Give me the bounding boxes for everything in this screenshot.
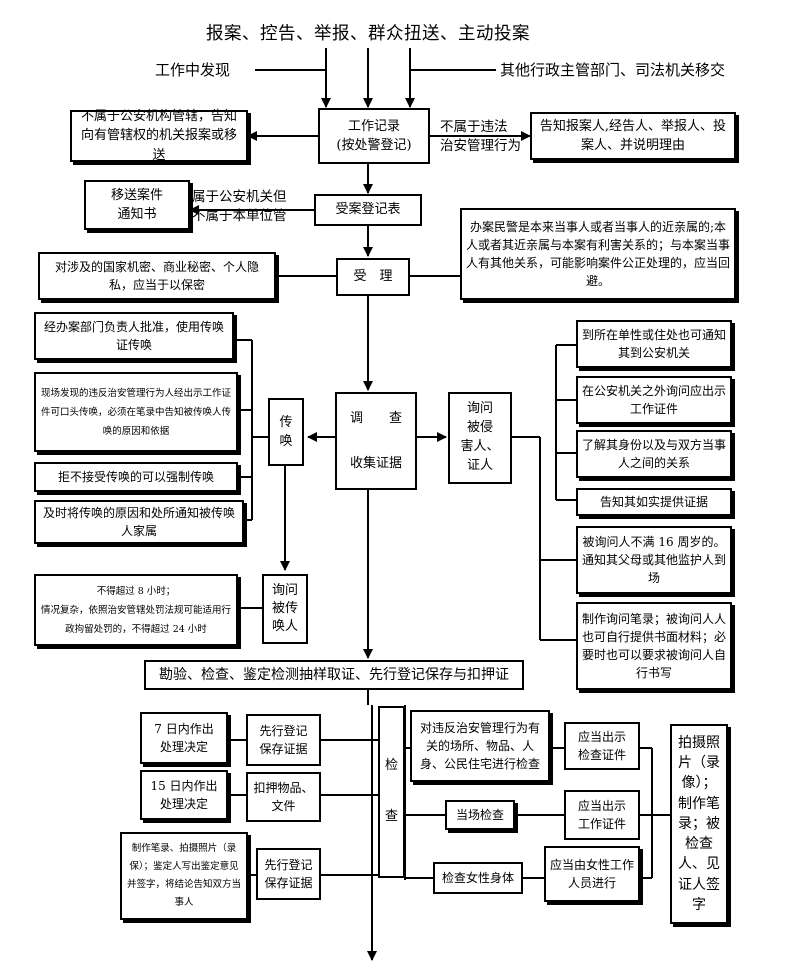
sources-heading: 报案、控告、举报、群众扭送、主动投案	[206, 24, 530, 44]
transfer-notice-box: 移送案件 通知书	[84, 180, 190, 230]
decide-15-box: 15 日内作出 处理决定	[140, 770, 228, 820]
accept-box: 受 理	[336, 258, 410, 296]
inspection-row-box: 勘验、检查、鉴定检测抽样取证、先行登记保存与扣押证	[144, 660, 524, 690]
preserve-evidence-box-2: 先行登记 保存证据	[256, 848, 321, 900]
found-in-work-label: 工作中发现	[155, 61, 231, 79]
female-staff-box: 应当由女性工作人员进行	[544, 846, 640, 902]
belongs-not-unit-label: 属于公安机关但 不属于本单位管	[192, 189, 287, 224]
question-victim-box: 询问 被侵 害人、 证人	[448, 392, 512, 484]
inform-truth-box: 告知其如实提供证据	[576, 488, 732, 516]
record-box: 制作询问笔录；被询问人人也可自行提供书面材料；必要时也可以要求被询问人自行书写	[576, 602, 732, 690]
show-cert-box-1: 应当出示 检查证件	[564, 722, 640, 770]
summon-box: 传唤	[268, 398, 304, 466]
decide-7-box: 7 日内作出 处理决定	[140, 712, 228, 764]
work-record-box: 工作记录 (按处警登记)	[318, 108, 430, 164]
show-cert-box-2: 应当出示 工作证件	[564, 790, 640, 840]
summon-approval-box: 经办案部门负责人批准，使用传唤证传唤	[34, 312, 234, 360]
preserve-evidence-box-1: 先行登记 保存证据	[246, 714, 321, 766]
minor-box: 被询问人不满 16 周岁的。通知其父母或其他监护人到场	[576, 526, 732, 594]
appraisal-box: 制作笔录、拍摄照片（录保）；鉴定人写出鉴定意见并签字，将结论告知双方当事人	[120, 832, 248, 920]
investigate-box: 调 查 收集证据	[335, 392, 417, 490]
at-unit-box: 到所在单性或住处也可通知其到公安机关	[576, 320, 732, 368]
secrets-box: 对涉及的国家机密、商业秘密、个人隐私，应当于以保密	[38, 252, 276, 300]
collect-evidence-label: 收集证据	[349, 455, 402, 471]
female-inspection-box: 检查女性身体	[433, 862, 523, 894]
onsite-inspection-box: 当场检查	[445, 800, 515, 830]
know-identity-box: 了解其身份以及与双方当事人之间的关系	[576, 430, 732, 478]
question-summoned-box: 询问 被传 唤人	[262, 574, 308, 644]
investigate-label: 调 查	[349, 410, 402, 426]
not-jurisdiction-box: 不属于公安机构管辖，告知向有管辖权的机关报案或移送	[70, 109, 248, 163]
inspect-box: 检 查	[378, 706, 405, 878]
case-register-box: 受案登记表	[314, 194, 422, 226]
notify-family-box: 及时将传唤的原因和处所通知被传唤人家属	[34, 500, 244, 544]
outside-office-box: 在公安机关之外询问应出示工作证件	[576, 376, 732, 424]
inform-reporter-box: 告知报案人,经告人、举报人、投案人、并说明理由	[530, 112, 736, 160]
oral-summon-box: 现场发现的违反治安管理行为人经出示工作证件可口头传唤，必须在笔录中告知被传唤人传…	[34, 372, 238, 452]
places-box: 对违反治安管理行为有关的场所、物品、人身、公民住宅进行检查	[410, 710, 550, 782]
force-summon-box: 拒不接受传唤的可以强制传唤	[34, 462, 238, 492]
transferred-label: 其他行政主管部门、司法机关移交	[500, 61, 726, 79]
avoidance-box: 办案民警是本来当事人或者当事人的近亲属的;本人或者其近亲属与本案有利害关系的；与…	[460, 208, 736, 300]
time-limit-box: 不得超过 8 小时； 情况复杂，依照治安管辖处罚法规可能适用行政拘留处罚的，不得…	[34, 574, 238, 646]
not-violation-label: 不属于违法 治安管理行为	[440, 119, 521, 154]
photo-record-box: 拍摄照片（录像）；制作笔录；被检查人、见证人签字	[670, 724, 728, 924]
seize-box: 扣押物品、 文件	[246, 772, 321, 822]
